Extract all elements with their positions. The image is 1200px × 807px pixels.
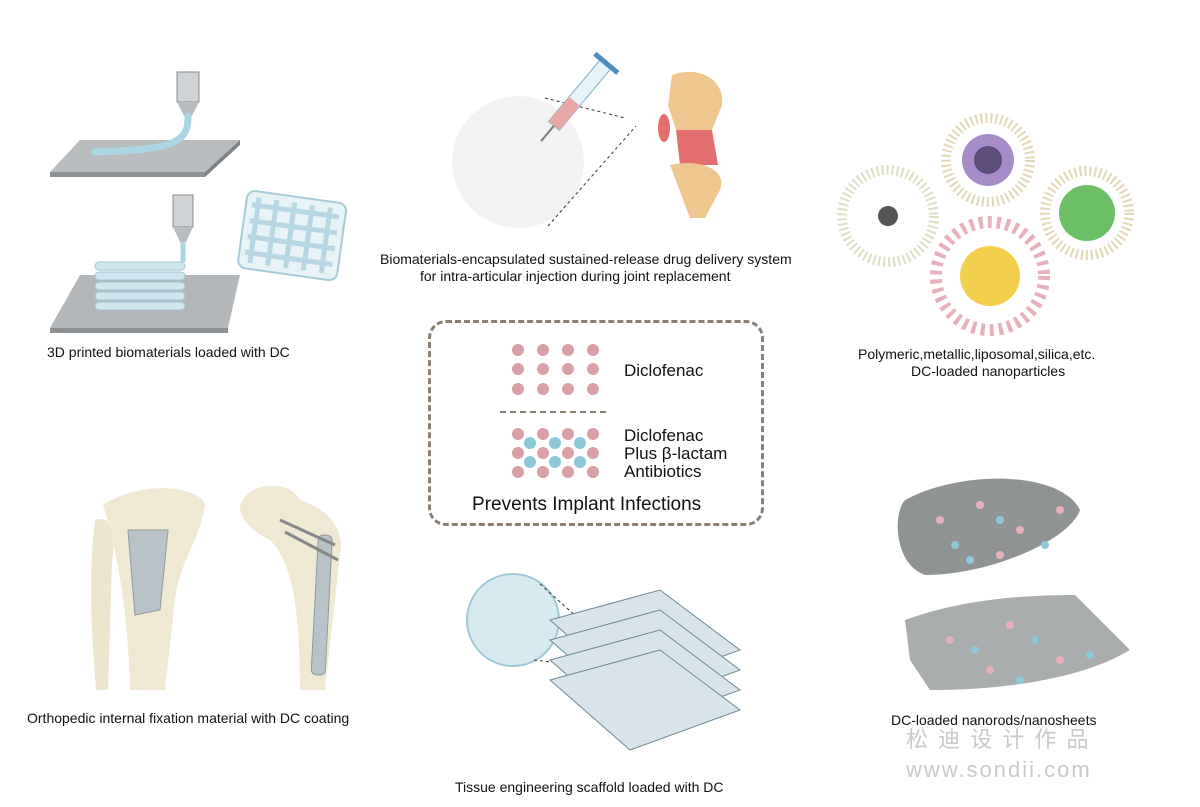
printing-illustration	[50, 71, 347, 333]
fixation-illustration	[91, 485, 341, 690]
nanorods-illustration	[897, 478, 1130, 690]
caption-injection-1: Biomaterials-encapsulated sustained-rele…	[380, 251, 792, 267]
injection-illustration	[452, 51, 723, 228]
watermark-cn: 松 迪 设 计 作 品	[906, 727, 1091, 752]
caption-printing: 3D printed biomaterials loaded with DC	[47, 344, 290, 360]
legend-diclofenac: Diclofenac	[624, 361, 704, 380]
legend-combo-3: Antibiotics	[624, 462, 702, 481]
caption-scaffold: Tissue engineering scaffold loaded with …	[455, 779, 724, 795]
scaffold-illustration	[466, 573, 742, 751]
caption-fixation: Orthopedic internal fixation material wi…	[27, 710, 350, 726]
caption-nanoparticles-1: Polymeric,metallic,liposomal,silica,etc.	[858, 346, 1096, 362]
watermark-url: www.sondii.com	[906, 757, 1092, 782]
caption-injection-2: for intra-articular injection during joi…	[420, 268, 731, 284]
legend-combo-2: Plus β-lactam	[624, 444, 728, 463]
caption-nanorods: DC-loaded nanorods/nanosheets	[891, 712, 1097, 728]
legend-dots	[500, 344, 610, 478]
legend-combo-1: Diclofenac	[624, 426, 704, 445]
nanoparticles-illustration	[837, 113, 1134, 336]
legend-box	[428, 320, 764, 526]
legend-footer: Prevents Implant Infections	[472, 494, 702, 515]
caption-nanoparticles-2: DC-loaded nanoparticles	[911, 363, 1066, 379]
